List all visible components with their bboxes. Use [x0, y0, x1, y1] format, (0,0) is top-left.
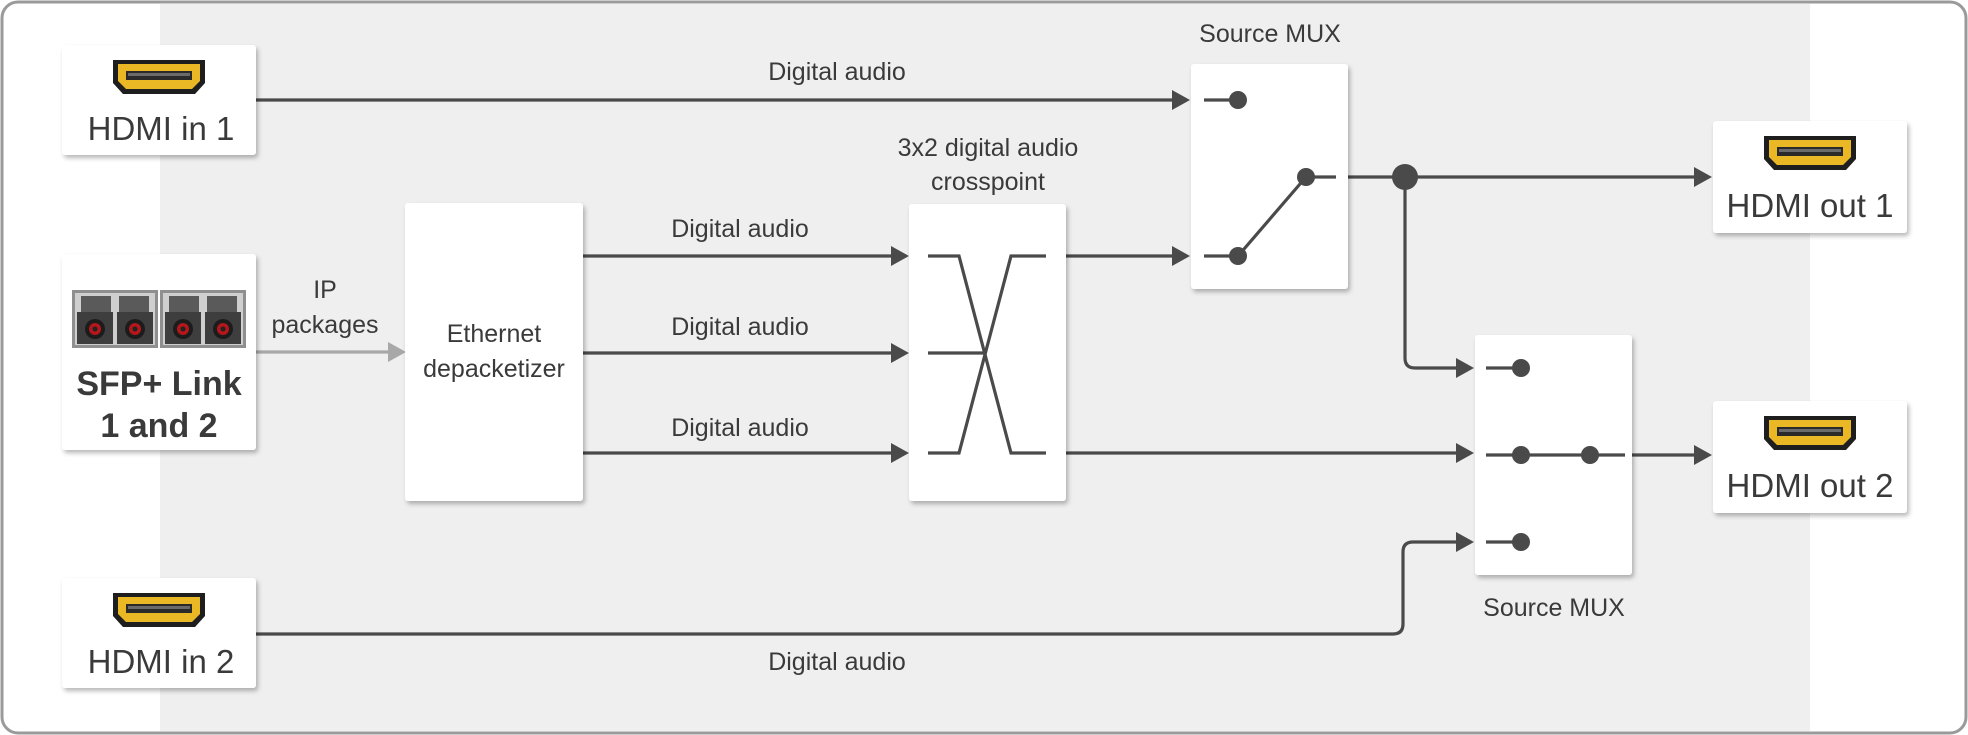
sfp-label-line1: SFP+ Link: [76, 365, 241, 403]
hdmi-out-1-box: HDMI out 1: [1713, 121, 1907, 233]
wires: [256, 98, 1694, 636]
hdmi-connector-icon: [113, 593, 205, 627]
hdmi-connector-icon: [1764, 136, 1856, 170]
arrowheads: [388, 90, 1712, 552]
arrowhead: [1172, 246, 1190, 266]
sfp-label-line2: 1 and 2: [100, 407, 217, 445]
depacketizer-label-line2: depacketizer: [423, 355, 565, 383]
hdmi-out-1-label: HDMI out 1: [1727, 187, 1894, 224]
crosspoint-switch-icon: [928, 254, 1046, 455]
signal-labels: IP packages Digital audio Digital audio …: [271, 58, 905, 676]
hdmi-out-2-box: HDMI out 2: [1713, 401, 1907, 513]
hdmi-connector-icon: [1764, 416, 1856, 450]
depacketizer-label-line1: Ethernet: [447, 320, 542, 348]
digital-audio-label: Digital audio: [671, 414, 809, 442]
hdmi-in-1-label: HDMI in 1: [88, 110, 235, 147]
source-mux-top-label: Source MUX: [1199, 20, 1341, 48]
crosspoint-block: 3x2 digital audio crosspoint: [898, 134, 1079, 501]
arrowhead: [388, 342, 406, 362]
digital-audio-label: Digital audio: [671, 313, 809, 341]
digital-audio-label: Digital audio: [768, 58, 906, 86]
arrowhead: [891, 343, 909, 363]
hdmi-connector-icon: [113, 60, 205, 94]
ethernet-depacketizer-block: Ethernet depacketizer: [405, 203, 583, 501]
digital-audio-label: Digital audio: [768, 648, 906, 676]
arrowhead: [891, 443, 909, 463]
arrowhead: [1694, 167, 1712, 187]
arrowhead: [1456, 532, 1474, 552]
sfp-link-box: SFP+ Link 1 and 2: [62, 254, 256, 450]
source-mux-bottom: Source MUX: [1475, 335, 1632, 622]
crosspoint-label-line1: 3x2 digital audio: [898, 134, 1079, 162]
hdmi-in-2-label: HDMI in 2: [88, 643, 235, 680]
arrowhead: [1694, 445, 1712, 465]
ip-label-line1: IP: [313, 276, 337, 304]
arrowhead: [1172, 90, 1190, 110]
source-mux-bottom-label: Source MUX: [1483, 594, 1625, 622]
ip-label-line2: packages: [271, 311, 378, 339]
hdmi-in-2-box: HDMI in 2: [62, 578, 256, 688]
junction-dot: [1392, 164, 1418, 190]
hdmi-in-1-box: HDMI in 1: [62, 45, 256, 155]
arrowhead: [891, 246, 909, 266]
digital-audio-label: Digital audio: [671, 215, 809, 243]
arrowhead: [1456, 358, 1474, 378]
crosspoint-label-line2: crosspoint: [931, 168, 1045, 196]
source-mux-top: Source MUX: [1191, 20, 1348, 289]
arrowhead: [1456, 443, 1474, 463]
hdmi-out-2-label: HDMI out 2: [1727, 467, 1894, 504]
